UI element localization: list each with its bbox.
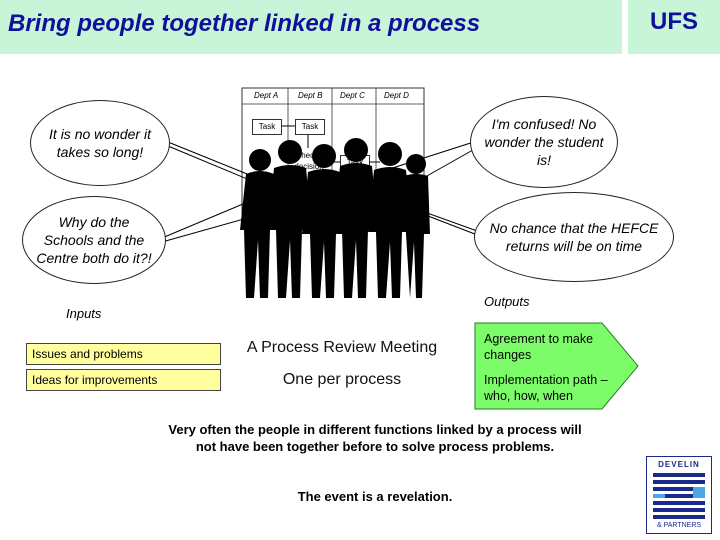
page-title: Bring people together linked in a proces… (8, 10, 481, 37)
dept-b-label: Dept B (298, 91, 323, 100)
decision-box: Check / decision (294, 151, 324, 171)
inputs-label: Inputs (66, 306, 102, 321)
dept-d-label: Dept D (384, 91, 409, 100)
footer-revelation: The event is a revelation. (297, 489, 453, 504)
title-bar (0, 0, 622, 54)
brand-label: UFS (650, 8, 698, 35)
bubble-confused: I'm confused! No wonder the student is! (470, 96, 618, 188)
meeting-title: A Process Review Meeting (246, 339, 438, 356)
develin-logo-name: DEVELIN (658, 460, 700, 469)
people-silhouettes-icon (240, 138, 430, 298)
task-box-b: Task (295, 119, 325, 135)
output-arrow-icon (474, 322, 639, 410)
meeting-subtitle: One per process (282, 371, 402, 388)
input-issues: Issues and problems (26, 343, 221, 365)
brand-box: UFS (628, 0, 720, 54)
output-agreement: Agreement to make changes (484, 332, 594, 363)
bubble-slow: It is no wonder it takes so long! (30, 100, 170, 186)
bubble-duplicate: Why do the Schools and the Centre both d… (22, 196, 166, 284)
footer-note: Very often the people in different funct… (168, 422, 582, 454)
develin-logo: DEVELIN & PARTNERS (646, 456, 712, 534)
dept-c-label: Dept C (340, 91, 365, 100)
task-box-a: Task (252, 119, 282, 135)
develin-mark-icon (653, 473, 705, 519)
outputs-label: Outputs (484, 294, 530, 309)
output-implementation: Implementation path – who, how, when (484, 373, 608, 404)
bubble-hefce: No chance that the HEFCE returns will be… (474, 192, 674, 282)
develin-logo-sub: & PARTNERS (656, 522, 702, 529)
dept-a-label: Dept A (254, 91, 279, 100)
input-ideas: Ideas for improvements (26, 369, 221, 391)
